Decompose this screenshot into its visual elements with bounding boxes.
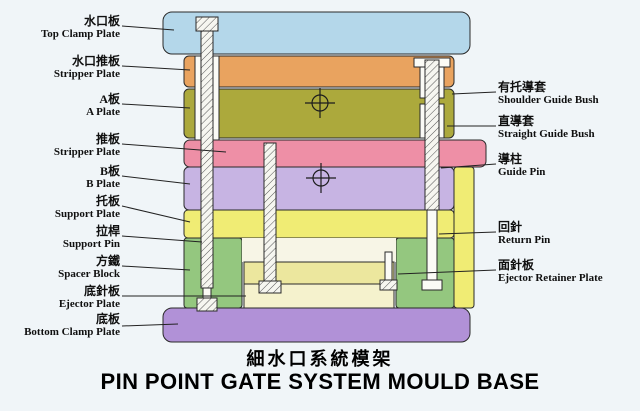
guide-pin-rod bbox=[424, 59, 440, 211]
label-straight-guide-bush: 直導套 Straight Guide Bush bbox=[498, 114, 638, 141]
label-ejector-plate: 底針板 Ejector Plate bbox=[2, 284, 120, 311]
label-stripper-plate-pink-en: Stripper Plate bbox=[53, 146, 120, 159]
crosshair-b-plate bbox=[306, 163, 336, 193]
label-support-pin: 拉桿 Support Pin bbox=[2, 224, 120, 251]
label-shoulder-guide-bush-cn: 有托導套 bbox=[498, 80, 547, 94]
ejector-pin-head bbox=[379, 279, 398, 291]
label-bottom-clamp-plate: 底板 Bottom Clamp Plate bbox=[2, 312, 120, 339]
leader-spacer-block bbox=[121, 265, 191, 271]
ejector-pin-stem bbox=[384, 251, 393, 281]
label-stripper-plate-top-cn: 水口推板 bbox=[71, 54, 120, 68]
label-a-plate: A板 A Plate bbox=[2, 92, 120, 119]
label-spacer-block-en: Spacer Block bbox=[58, 268, 120, 281]
label-guide-pin-cn: 導柱 bbox=[498, 152, 523, 166]
return-pin-rod bbox=[426, 209, 438, 283]
crosshair-a-plate bbox=[305, 88, 335, 118]
leader-support-plate bbox=[121, 205, 191, 223]
label-support-plate-cn: 托板 bbox=[95, 194, 120, 208]
stripper-plate-top-shape bbox=[183, 55, 455, 88]
leader-top-clamp-plate bbox=[121, 25, 175, 31]
label-spacer-block-cn: 方鐵 bbox=[95, 254, 120, 268]
a-plate-shape bbox=[183, 88, 455, 139]
leader-b-plate bbox=[121, 175, 191, 185]
label-stripper-plate-pink-cn: 推板 bbox=[95, 132, 120, 146]
support-pillar-shape bbox=[453, 166, 475, 309]
label-ejector-retainer-plate: 面針板 Ejector Retainer Plate bbox=[498, 258, 638, 285]
label-ejector-retainer-plate-cn: 面針板 bbox=[498, 258, 535, 272]
support-pin-head bbox=[195, 16, 219, 32]
return-pin-head bbox=[421, 279, 443, 291]
leader-guide-pin bbox=[440, 163, 497, 169]
support-pin-rod bbox=[200, 30, 214, 289]
leader-stripper-plate-pink bbox=[121, 143, 227, 153]
label-b-plate: B板 B Plate bbox=[2, 164, 120, 191]
title-english: PIN POINT GATE SYSTEM MOULD BASE bbox=[100, 369, 540, 394]
label-return-pin-cn: 回針 bbox=[498, 220, 523, 234]
support-pin-bolt-head bbox=[196, 297, 218, 312]
label-b-plate-cn: B板 bbox=[99, 164, 120, 178]
bottom-clamp-plate-shape bbox=[162, 307, 471, 343]
label-a-plate-cn: A板 bbox=[99, 92, 120, 106]
label-guide-pin: 導柱 Guide Pin bbox=[498, 152, 638, 179]
label-return-pin-en: Return Pin bbox=[498, 234, 551, 247]
label-spacer-block: 方鐵 Spacer Block bbox=[2, 254, 120, 281]
label-top-clamp-plate-cn: 水口板 bbox=[83, 14, 120, 28]
leader-a-plate bbox=[121, 103, 191, 109]
support-plate-shape bbox=[183, 209, 455, 239]
center-pin-foot bbox=[258, 280, 282, 294]
label-a-plate-en: A Plate bbox=[86, 106, 120, 119]
label-straight-guide-bush-cn: 直導套 bbox=[498, 114, 535, 128]
label-support-pin-cn: 拉桿 bbox=[95, 224, 120, 238]
center-pin-rod bbox=[263, 142, 277, 282]
label-stripper-plate-top: 水口推板 Stripper Plate bbox=[2, 54, 120, 81]
leader-stripper-plate-top bbox=[121, 65, 191, 71]
label-shoulder-guide-bush: 有托導套 Shoulder Guide Bush bbox=[498, 80, 638, 107]
leader-return-pin bbox=[438, 231, 497, 235]
label-top-clamp-plate-en: Top Clamp Plate bbox=[40, 28, 120, 41]
stripper-plate-pink-shape bbox=[183, 139, 487, 168]
label-ejector-retainer-plate-en: Ejector Retainer Plate bbox=[498, 272, 603, 285]
leader-shoulder-guide-bush bbox=[451, 91, 497, 95]
label-ejector-plate-cn: 底針板 bbox=[83, 284, 120, 298]
label-shoulder-guide-bush-en: Shoulder Guide Bush bbox=[498, 94, 599, 107]
leader-support-pin bbox=[121, 235, 203, 243]
label-bottom-clamp-plate-cn: 底板 bbox=[95, 312, 120, 326]
label-return-pin: 回針 Return Pin bbox=[498, 220, 638, 247]
label-stripper-plate-pink: 推板 Stripper Plate bbox=[2, 132, 120, 159]
label-top-clamp-plate: 水口板 Top Clamp Plate bbox=[2, 14, 120, 41]
b-plate-shape bbox=[183, 166, 455, 211]
leader-ejector-retainer-plate bbox=[397, 269, 497, 275]
top-clamp-plate-shape bbox=[162, 11, 471, 55]
label-support-plate-en: Support Plate bbox=[54, 208, 120, 221]
label-ejector-plate-en: Ejector Plate bbox=[58, 298, 120, 311]
label-straight-guide-bush-en: Straight Guide Bush bbox=[498, 128, 595, 141]
leader-bottom-clamp-plate bbox=[121, 323, 179, 327]
title-chinese: 細水口系統模架 bbox=[246, 349, 394, 369]
label-support-pin-en: Support Pin bbox=[62, 238, 120, 251]
label-support-plate: 托板 Support Plate bbox=[2, 194, 120, 221]
label-b-plate-en: B Plate bbox=[86, 178, 120, 191]
label-stripper-plate-top-en: Stripper Plate bbox=[53, 68, 120, 81]
label-bottom-clamp-plate-en: Bottom Clamp Plate bbox=[24, 326, 120, 339]
label-guide-pin-en: Guide Pin bbox=[498, 166, 546, 179]
